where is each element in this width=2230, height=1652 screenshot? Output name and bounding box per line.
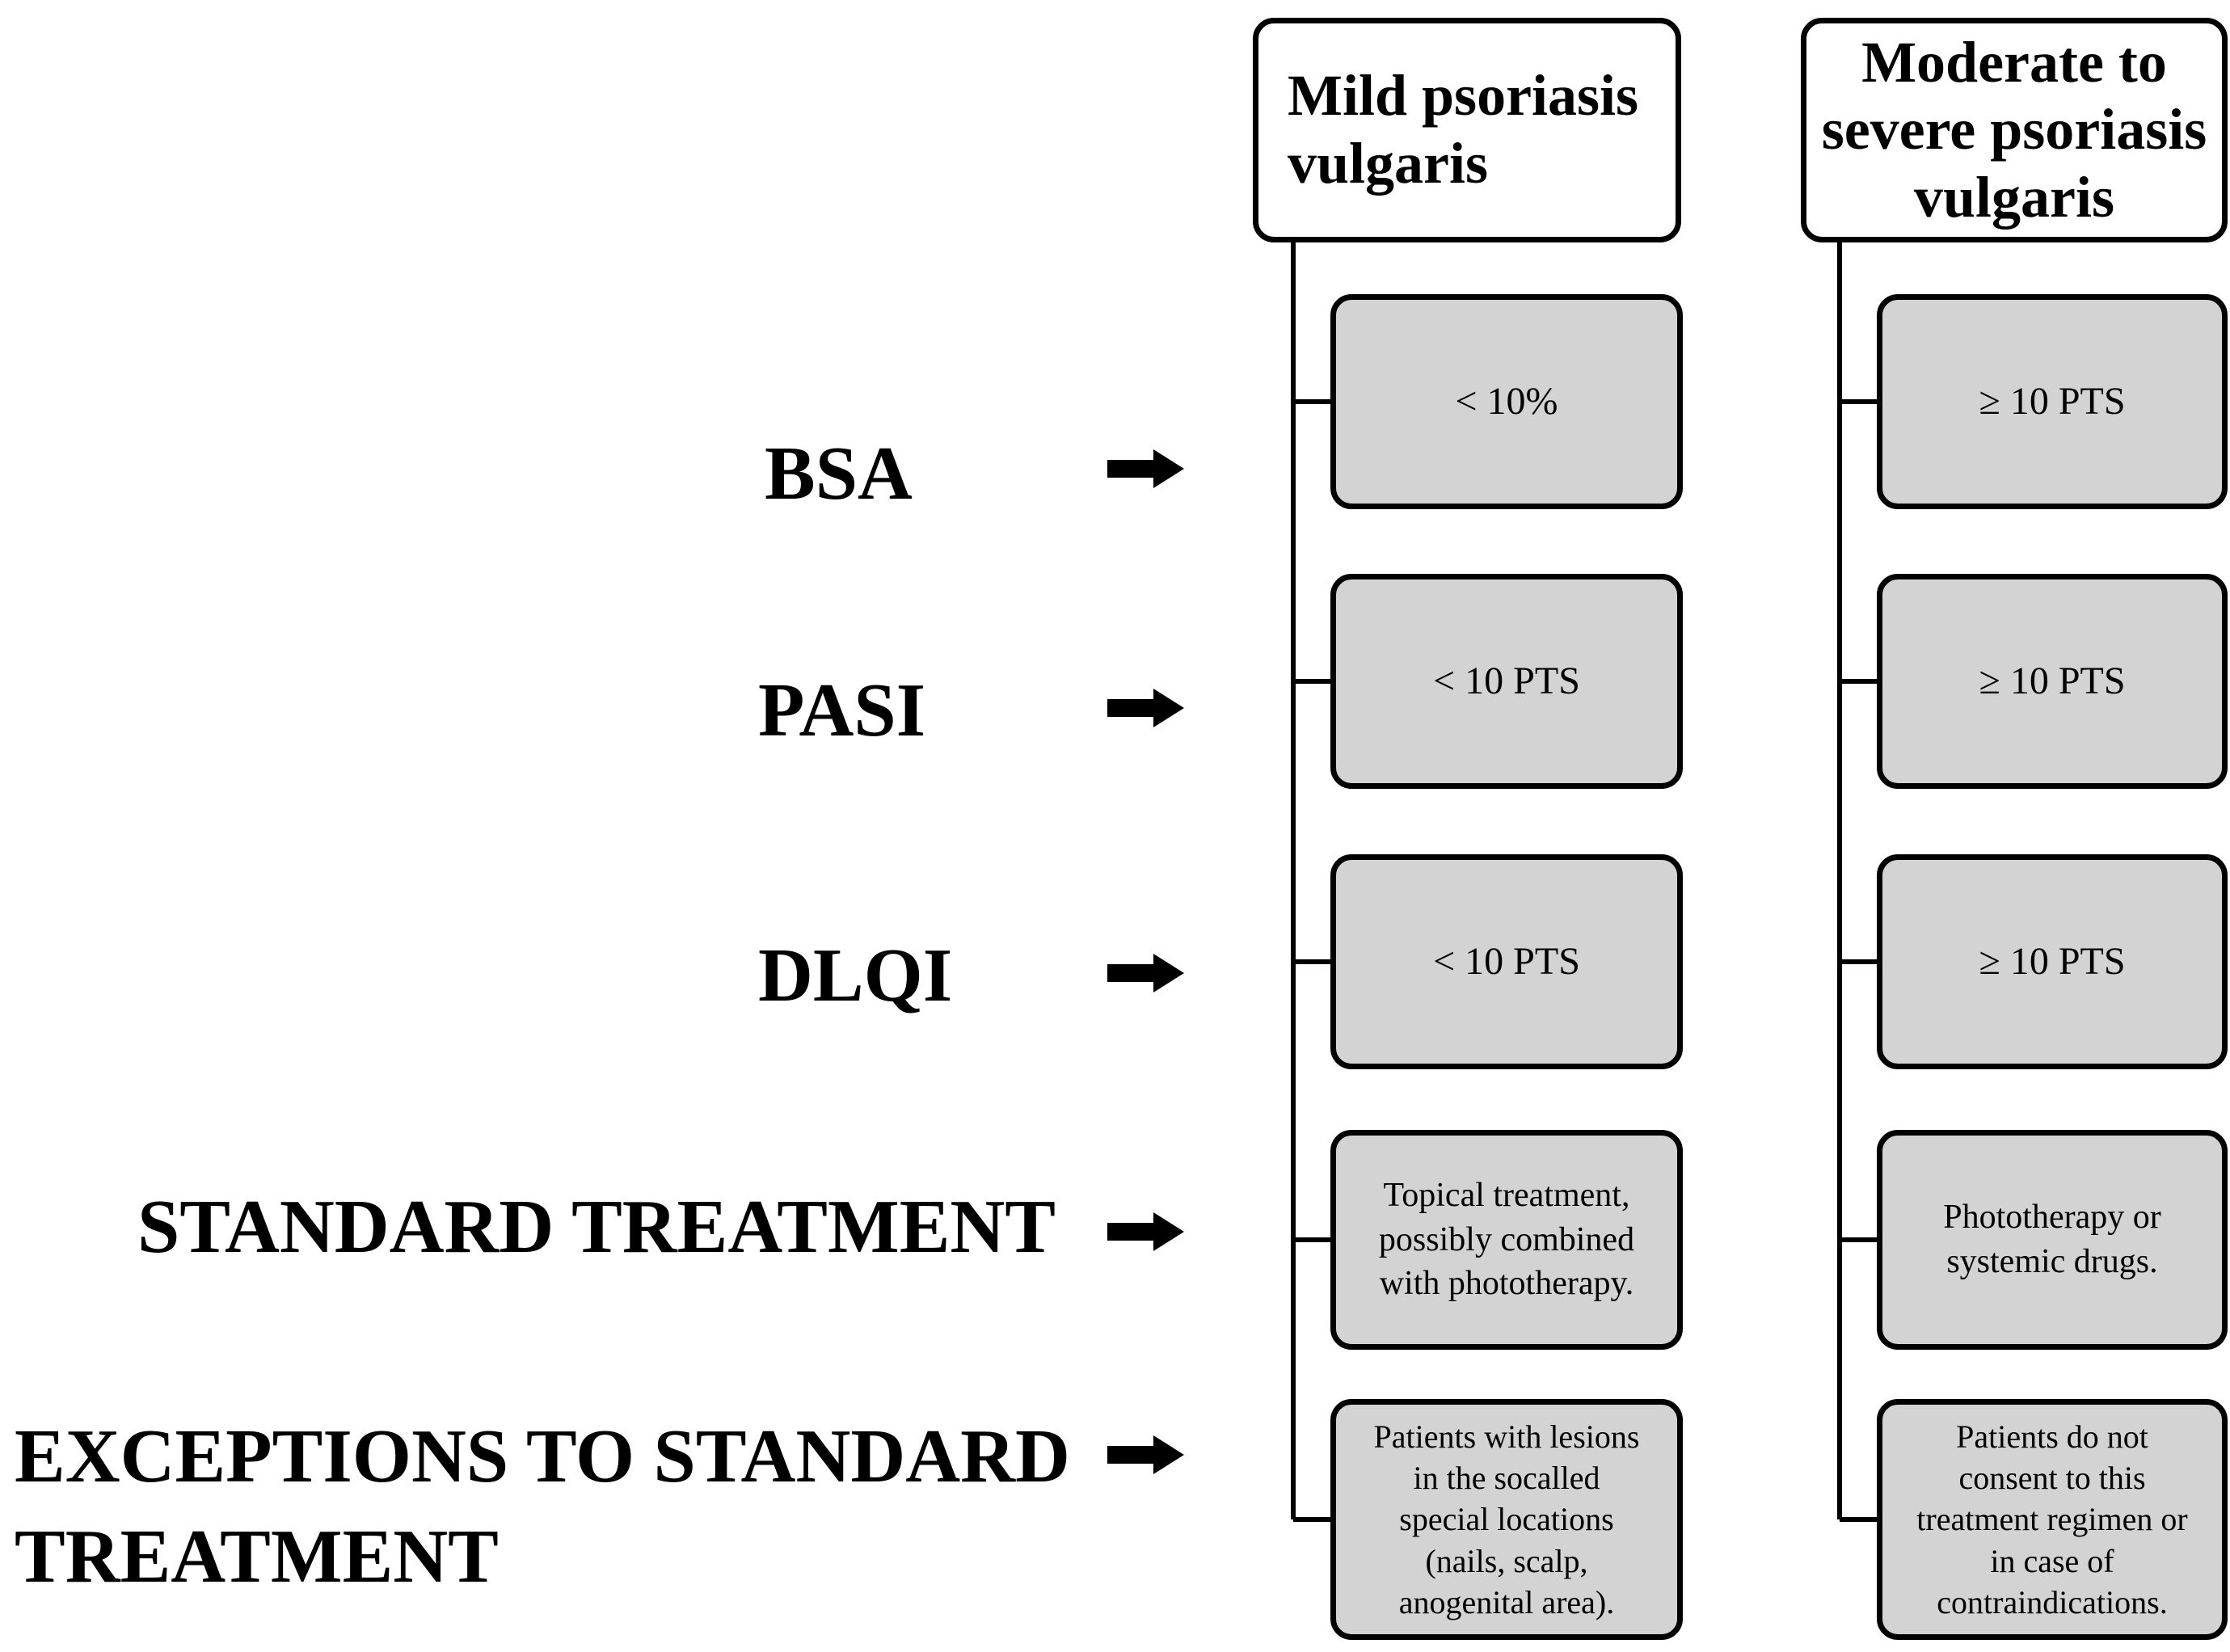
cell-mild-dlqi-value: < 10 PTS: [1433, 940, 1580, 984]
right-arrow-icon-pasi: [1107, 689, 1184, 727]
right-arrow-icon-dlqi: [1107, 954, 1184, 992]
row-label-dlqi: DLQI: [758, 933, 953, 1018]
connector-stub-right-row1: [1840, 399, 1877, 404]
cell-moderate-standard-treatment: Phototherapy or systemic drugs.: [1877, 1130, 2228, 1350]
row-label-standard-treatment: STANDARD TREATMENT: [137, 1185, 1056, 1269]
connector-stub-right-row2: [1840, 679, 1877, 684]
cell-mild-exceptions-value: Patients with lesions in the socalled sp…: [1373, 1418, 1640, 1620]
cell-mild-pasi: < 10 PTS: [1330, 574, 1683, 789]
cell-moderate-pasi: ≥ 10 PTS: [1877, 574, 2228, 789]
right-arrow-icon-standard-treatment: [1107, 1212, 1184, 1251]
cell-mild-pasi-value: < 10 PTS: [1433, 660, 1580, 703]
column-header-mild-psoriasis-label: Mild psoriasis vulgaris: [1288, 63, 1639, 196]
column-header-mild-psoriasis: Mild psoriasis vulgaris: [1253, 18, 1681, 242]
connector-stub-right-row5: [1840, 1517, 1877, 1522]
row-label-exceptions-to-standard-treatment: EXCEPTIONS TO STANDARD TREATMENT: [15, 1414, 1070, 1599]
connector-stub-left-row5: [1293, 1517, 1330, 1522]
connector-stub-right-row4: [1840, 1237, 1877, 1242]
row-label-pasi: PASI: [758, 668, 926, 752]
cell-mild-standard-treatment: Topical treatment, possibly combined wit…: [1330, 1130, 1683, 1350]
connector-line-left-column: [1291, 239, 1296, 1519]
cell-moderate-exceptions: Patients do not consent to this treatmen…: [1877, 1399, 2228, 1640]
cell-moderate-bsa-value: ≥ 10 PTS: [1979, 380, 2126, 424]
column-header-moderate-severe-psoriasis: Moderate to severe psoriasis vulgaris: [1801, 18, 2228, 242]
connector-stub-left-row4: [1293, 1237, 1330, 1242]
connector-stub-left-row2: [1293, 679, 1330, 684]
cell-moderate-standard-treatment-value: Phototherapy or systemic drugs.: [1943, 1199, 2161, 1280]
connector-stub-left-row3: [1293, 959, 1330, 964]
column-header-moderate-severe-psoriasis-label: Moderate to severe psoriasis vulgaris: [1821, 29, 2207, 230]
cell-moderate-dlqi: ≥ 10 PTS: [1877, 854, 2228, 1069]
right-arrow-icon-bsa: [1107, 449, 1184, 488]
cell-mild-bsa-value: < 10%: [1455, 380, 1558, 424]
right-arrow-icon-exceptions: [1107, 1435, 1184, 1474]
cell-moderate-bsa: ≥ 10 PTS: [1877, 294, 2228, 509]
cell-mild-dlqi: < 10 PTS: [1330, 854, 1683, 1069]
cell-moderate-exceptions-value: Patients do not consent to this treatmen…: [1916, 1418, 2188, 1620]
connector-line-right-column: [1837, 239, 1842, 1519]
cell-mild-bsa: < 10%: [1330, 294, 1683, 509]
cell-mild-exceptions: Patients with lesions in the socalled sp…: [1330, 1399, 1683, 1640]
cell-mild-standard-treatment-value: Topical treatment, possibly combined wit…: [1378, 1177, 1635, 1303]
connector-stub-left-row1: [1293, 399, 1330, 404]
row-label-bsa: BSA: [765, 432, 913, 516]
cell-moderate-dlqi-value: ≥ 10 PTS: [1979, 940, 2126, 984]
cell-moderate-pasi-value: ≥ 10 PTS: [1979, 660, 2126, 703]
connector-stub-right-row3: [1840, 959, 1877, 964]
